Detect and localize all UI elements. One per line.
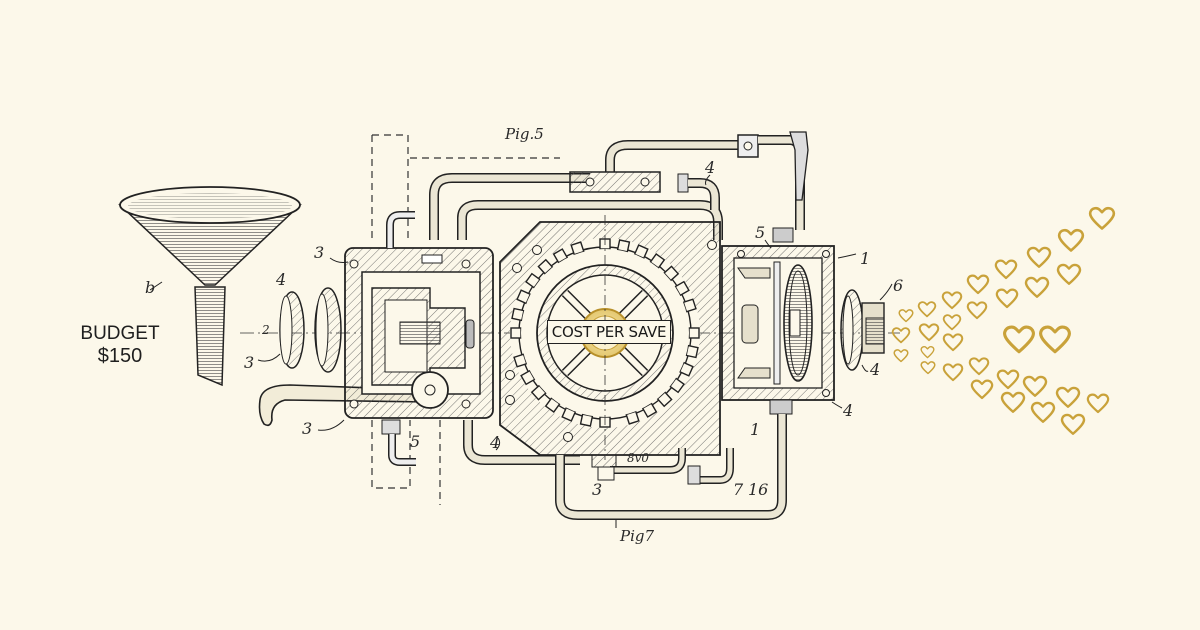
ref-nozzle: 6 <box>893 276 904 295</box>
ref-pipe-bottom: 4 <box>490 433 501 452</box>
budget-amount: $150 <box>97 345 143 367</box>
ref-right-box-bottom-left: 1 <box>750 420 761 439</box>
ref-valve-bottom: 5 <box>410 432 421 451</box>
funnel-icon <box>118 186 302 387</box>
budget-label: BUDGET $150 <box>80 322 160 368</box>
leader-lines <box>257 174 893 528</box>
ref-bottom-pipe-center: 3 <box>592 480 603 499</box>
bottom-pipes <box>463 414 787 520</box>
ref-box-bottom: 3 <box>302 419 313 438</box>
ref-funnel: b <box>145 278 156 297</box>
ref-pipe-top: 4 <box>705 158 716 177</box>
ref-right-box-right: 1 <box>860 249 871 268</box>
left-rings <box>279 287 342 373</box>
ref-left-arrow: 2 <box>262 323 270 337</box>
ref-ring-left-bottom: 3 <box>244 353 255 372</box>
ref-box-top: 3 <box>314 243 325 262</box>
figure-label-bottom: Pig7 <box>620 527 655 545</box>
cost-per-save-label: COST PER SAVE <box>547 320 671 344</box>
ref-bottom-pipe-right-b: 16 <box>748 480 769 499</box>
right-housing <box>721 245 885 415</box>
hearts-output <box>891 206 1116 435</box>
budget-title: BUDGET <box>80 323 160 344</box>
left-housing <box>344 134 723 505</box>
ref-right-box-bottom: 4 <box>843 401 854 420</box>
figure-label-top: Pig.5 <box>505 125 544 143</box>
top-valve-assembly <box>569 131 809 243</box>
small-tag-label: 8v0 <box>627 451 650 465</box>
ref-right-disc: 4 <box>870 360 881 379</box>
ref-right-box-top: 5 <box>755 223 766 242</box>
ref-bottom-pipe-right-a: 7 <box>733 480 744 499</box>
ref-ring-left: 4 <box>276 270 287 289</box>
